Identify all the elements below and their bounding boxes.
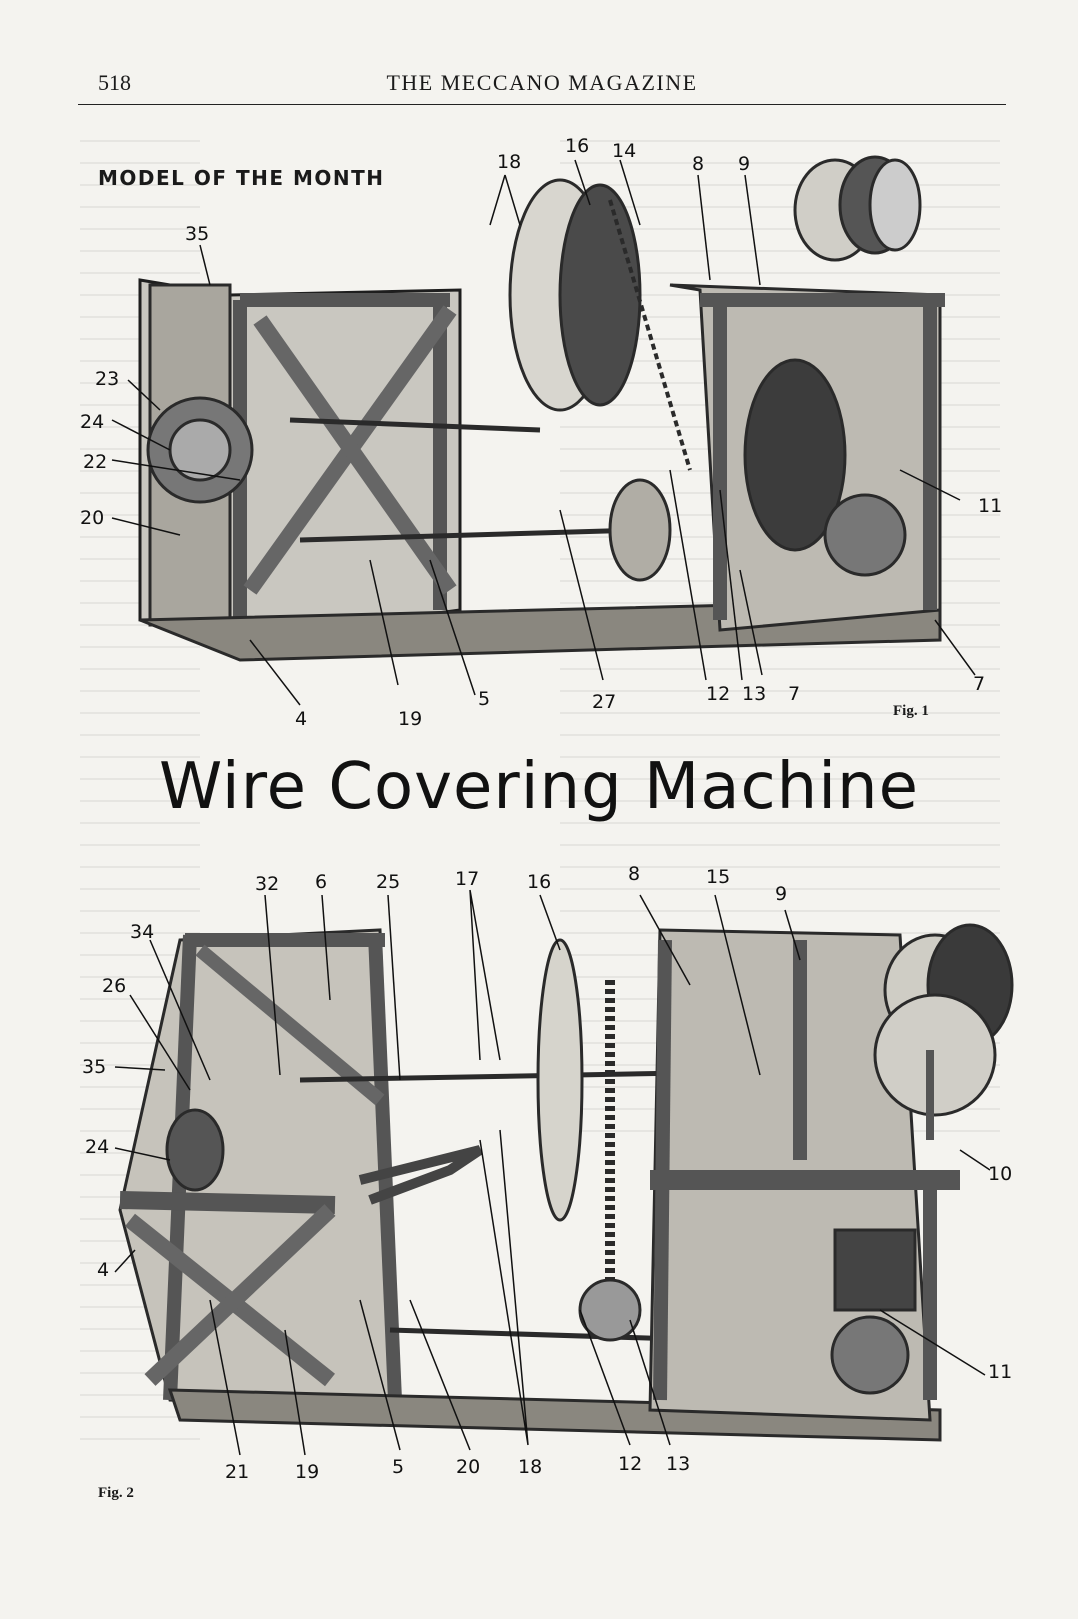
figure-1-illustration: 18 16 14 8 9 35 23 24 22 20 11 7 4 19 5 … — [80, 135, 1002, 730]
callout-22: 22 — [83, 451, 107, 473]
page-header: 518 THE MECCANO MAGAZINE — [78, 70, 1006, 105]
callout-32: 32 — [255, 873, 279, 895]
callout-10: 10 — [988, 1163, 1012, 1185]
section-label: MODEL OF THE MONTH — [98, 166, 385, 190]
callout-5: 5 — [392, 1456, 404, 1478]
callout-21: 21 — [225, 1461, 249, 1483]
callout-9: 9 — [738, 153, 750, 175]
callout-8: 8 — [692, 153, 704, 175]
callout-25: 25 — [376, 871, 400, 893]
callout-14: 14 — [612, 140, 636, 162]
callout-24: 24 — [80, 411, 104, 433]
callout-20: 20 — [456, 1456, 480, 1478]
callout-11: 11 — [988, 1361, 1012, 1383]
callout-18: 18 — [497, 151, 521, 173]
magazine-title: THE MECCANO MAGAZINE — [386, 70, 698, 95]
callout-12: 12 — [706, 683, 730, 705]
callout-7-mid: 7 — [788, 683, 800, 705]
callout-23: 23 — [95, 368, 119, 390]
callout-27: 27 — [592, 691, 616, 713]
callout-20: 20 — [80, 507, 104, 529]
callout-5: 5 — [478, 688, 490, 710]
callout-18: 18 — [518, 1456, 542, 1478]
callout-4: 4 — [295, 708, 307, 730]
article-title: Wire Covering Machine — [159, 750, 919, 824]
callout-19: 19 — [295, 1461, 319, 1483]
figure-2-caption: Fig. 2 — [98, 1485, 134, 1501]
callout-6: 6 — [315, 871, 327, 893]
page-number: 518 — [98, 70, 131, 95]
callout-16: 16 — [527, 871, 551, 893]
callout-35: 35 — [185, 223, 209, 245]
callout-7-right: 7 — [973, 673, 985, 695]
callout-11: 11 — [978, 495, 1002, 517]
callout-17: 17 — [455, 868, 479, 890]
callout-13: 13 — [666, 1453, 690, 1475]
callout-16: 16 — [565, 135, 589, 157]
callout-13: 13 — [742, 683, 766, 705]
figure-1-caption: Fig. 1 — [893, 703, 929, 719]
callout-19: 19 — [398, 708, 422, 730]
callout-12: 12 — [618, 1453, 642, 1475]
